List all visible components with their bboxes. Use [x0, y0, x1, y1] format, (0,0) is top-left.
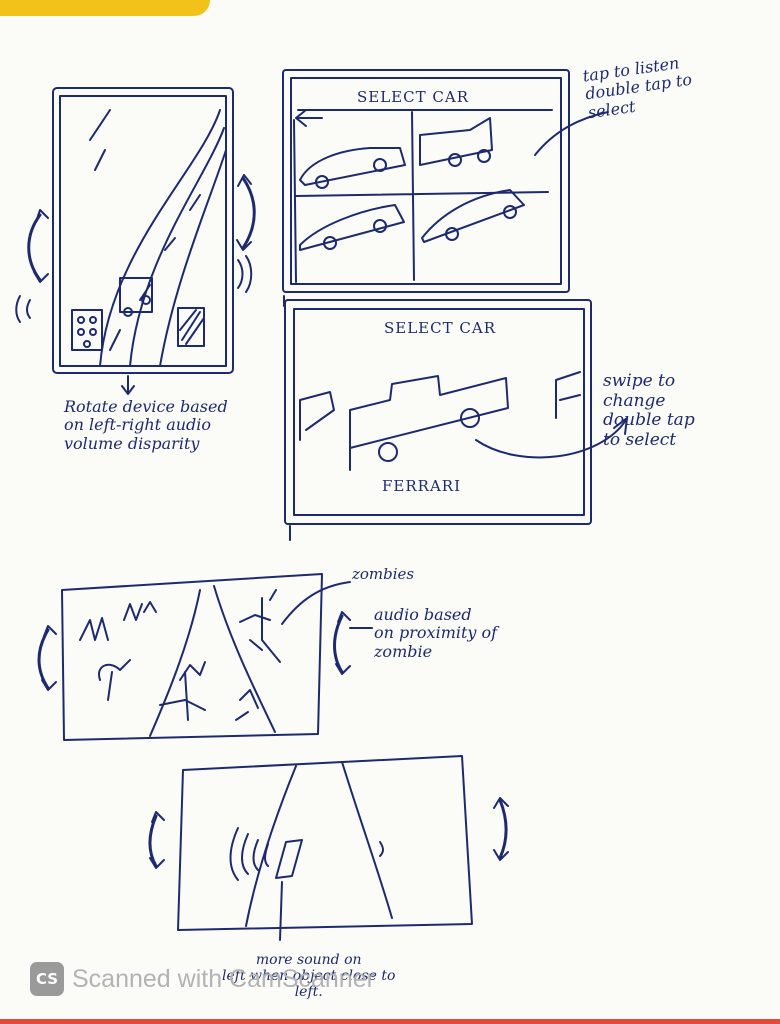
panel1-caption: Rotate device based on left-right audio …	[64, 397, 228, 453]
panel3-car-name: FERRARI	[382, 477, 461, 495]
panel2-title: SELECT CAR	[357, 88, 469, 106]
panel3-swipe-sketch	[284, 299, 628, 541]
panel3-note: swipe to change double tap to select	[603, 371, 695, 450]
panel5-road-sketch	[148, 755, 509, 941]
panel5-caption: more sound on left when object close to …	[222, 952, 396, 1001]
panel2-select-grid-sketch	[282, 69, 609, 307]
paper-corner-tape	[0, 0, 210, 16]
panel4-zombies-label: zombies	[352, 565, 415, 583]
panel1-phone-sketch	[15, 87, 256, 395]
panel3-title: SELECT CAR	[384, 319, 496, 337]
camscanner-logo: CS	[30, 962, 64, 996]
panel4-zombie-sketch	[37, 573, 373, 741]
panel4-note: audio based on proximity of zombie	[374, 605, 498, 661]
paper-edge	[0, 1019, 780, 1024]
watermark-text: Scanned with CamScanner	[72, 964, 375, 993]
camscanner-watermark: CS Scanned with CamScanner	[30, 962, 375, 996]
